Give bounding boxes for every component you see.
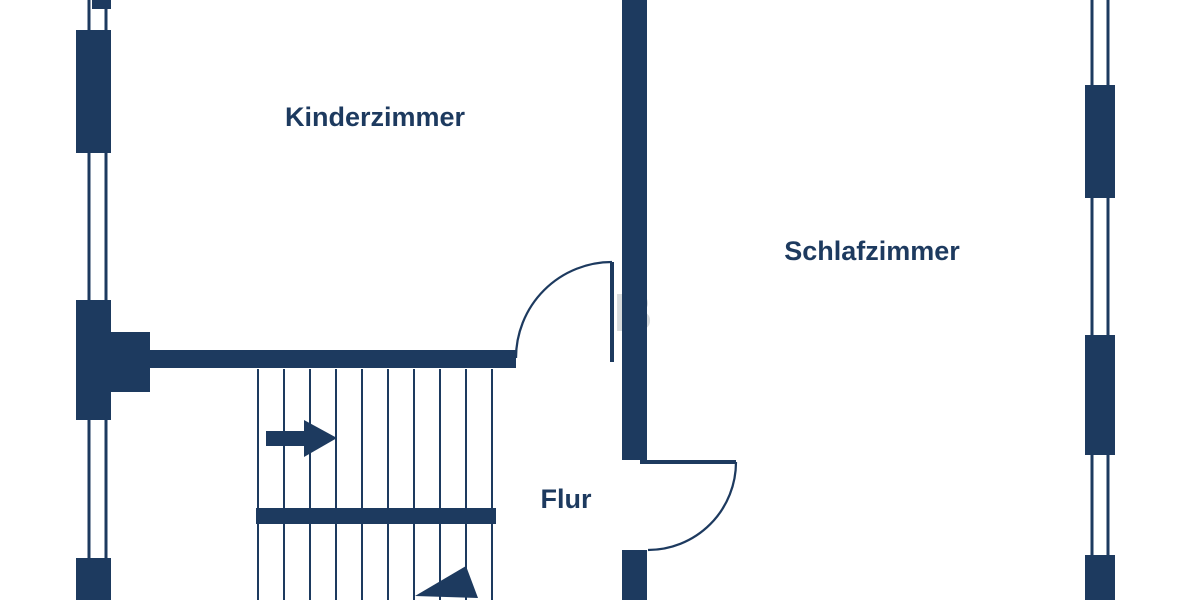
stair-landing-wall [256, 508, 496, 524]
wall-segment [1085, 85, 1115, 198]
wall-segment [92, 0, 111, 9]
wall-pier [111, 332, 150, 392]
arrow-head [415, 566, 478, 598]
left-exterior-wall [76, 0, 150, 600]
doors [514, 260, 738, 552]
staircase [256, 369, 496, 600]
room-label-kinderzimmer: Kinderzimmer [285, 102, 466, 132]
arrow-head [304, 420, 337, 457]
wall-segment [76, 300, 111, 420]
arrow-down-left-icon [415, 566, 478, 598]
door-swing-arc [647, 461, 738, 552]
wall-segment [76, 558, 111, 600]
wall-segment [76, 30, 111, 153]
wall-horizontal [150, 350, 516, 368]
wall-middle-lower [622, 550, 647, 600]
room-label-schlafzimmer: Schlafzimmer [784, 236, 960, 266]
wall-segment [1085, 335, 1115, 455]
arrow-shaft [266, 431, 304, 446]
interior-walls [150, 0, 647, 600]
arrow-right-icon [266, 420, 337, 457]
right-exterior-wall [1085, 0, 1115, 600]
wall-segment [1085, 555, 1115, 600]
door-schlafzimmer [640, 460, 738, 552]
wall-middle-upper [622, 0, 647, 460]
door-swing-arc [514, 260, 613, 359]
door-kinderzimmer [514, 260, 614, 362]
room-label-flur: Flur [541, 484, 592, 514]
